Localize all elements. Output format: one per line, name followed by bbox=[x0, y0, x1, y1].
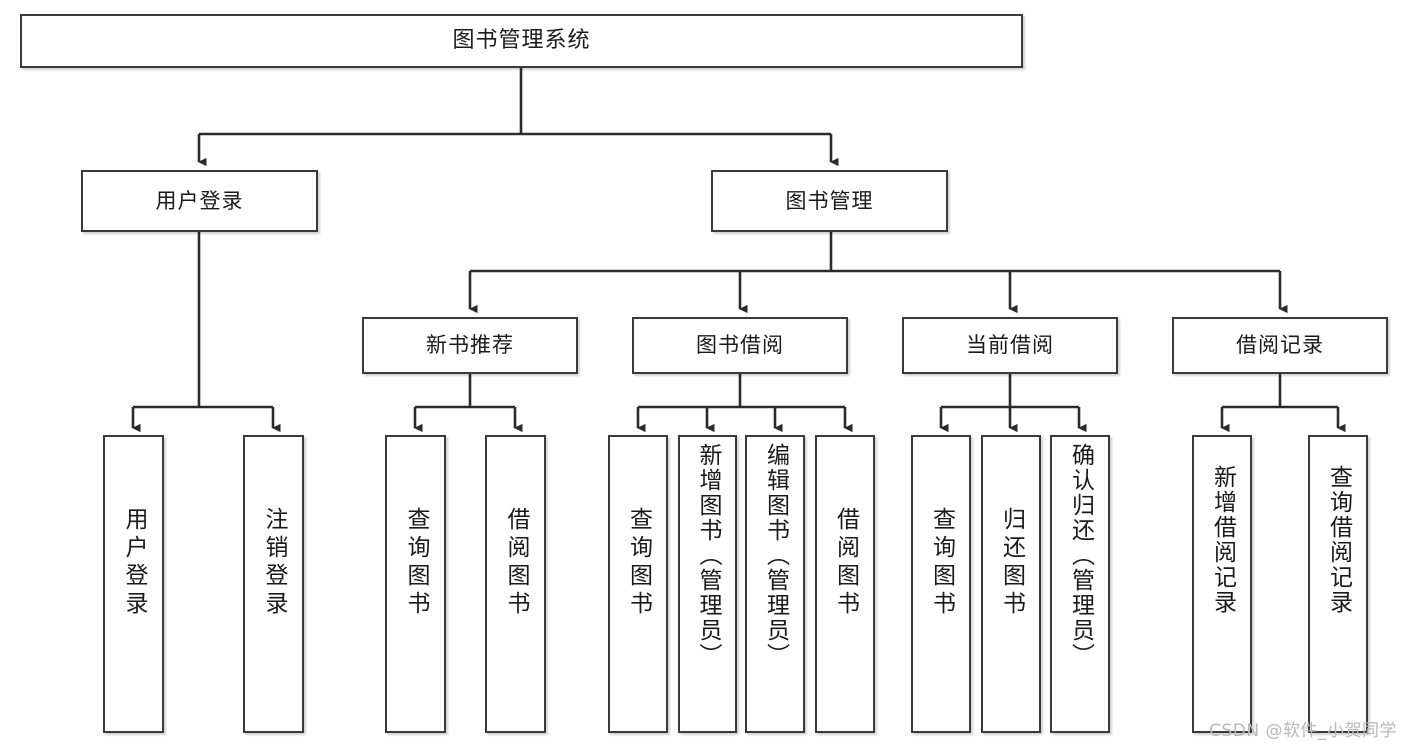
node-label: 编辑图书（管理员） bbox=[762, 443, 789, 668]
node-user-login[interactable]: 用户登录 bbox=[81, 170, 318, 232]
leaf-user-logout[interactable]: 注销登录 bbox=[243, 435, 304, 733]
node-label: 图书管理 bbox=[785, 188, 874, 213]
leaf-borrow-add-book-admin[interactable]: 新增图书（管理员） bbox=[678, 435, 737, 733]
node-label: 新增图书（管理员） bbox=[695, 443, 721, 668]
node-label: 查询图书 bbox=[403, 507, 429, 619]
node-current-borrow[interactable]: 当前借阅 bbox=[902, 317, 1118, 374]
node-label: 归还图书 bbox=[998, 507, 1025, 619]
leaf-borrow-query-book[interactable]: 查询图书 bbox=[608, 435, 668, 733]
node-label: 新书推荐 bbox=[426, 333, 514, 358]
leaf-borrow-edit-book-admin[interactable]: 编辑图书（管理员） bbox=[745, 435, 805, 733]
node-label: 借阅图书 bbox=[832, 507, 859, 619]
node-new-book-recommend[interactable]: 新书推荐 bbox=[362, 317, 578, 374]
node-label: 当前借阅 bbox=[966, 333, 1054, 358]
leaf-recommend-borrow-book[interactable]: 借阅图书 bbox=[485, 435, 546, 733]
node-label: 借阅记录 bbox=[1236, 333, 1324, 358]
node-root-system[interactable]: 图书管理系统 bbox=[20, 14, 1023, 68]
leaf-record-query-borrow-record[interactable]: 查询借阅记录 bbox=[1308, 435, 1368, 733]
leaf-current-return-book[interactable]: 归还图书 bbox=[981, 435, 1041, 733]
leaf-recommend-query-book[interactable]: 查询图书 bbox=[385, 435, 446, 733]
node-label: 图书管理系统 bbox=[452, 28, 591, 54]
watermark-text: CSDN @软件_小贺同学 bbox=[1209, 721, 1397, 741]
node-book-borrow[interactable]: 图书借阅 bbox=[632, 317, 848, 374]
node-label: 注销登录 bbox=[261, 507, 287, 619]
node-label: 查询图书 bbox=[928, 507, 955, 619]
leaf-current-query-book[interactable]: 查询图书 bbox=[911, 435, 971, 733]
node-label: 新增借阅记录 bbox=[1209, 465, 1236, 615]
node-label: 借阅图书 bbox=[503, 507, 529, 619]
node-label: 确认归还（管理员） bbox=[1067, 443, 1094, 668]
node-label: 查询图书 bbox=[625, 507, 652, 619]
leaf-user-login[interactable]: 用户登录 bbox=[103, 435, 164, 733]
node-borrow-record[interactable]: 借阅记录 bbox=[1172, 317, 1388, 374]
node-label: 图书借阅 bbox=[696, 333, 784, 358]
node-label: 用户登录 bbox=[155, 188, 244, 213]
node-label: 用户登录 bbox=[121, 507, 147, 619]
node-book-management[interactable]: 图书管理 bbox=[711, 170, 948, 232]
leaf-record-add-borrow-record[interactable]: 新增借阅记录 bbox=[1192, 435, 1252, 733]
leaf-current-confirm-return-admin[interactable]: 确认归还（管理员） bbox=[1050, 435, 1110, 733]
leaf-borrow-borrow-book[interactable]: 借阅图书 bbox=[815, 435, 875, 733]
node-label: 查询借阅记录 bbox=[1325, 465, 1352, 615]
